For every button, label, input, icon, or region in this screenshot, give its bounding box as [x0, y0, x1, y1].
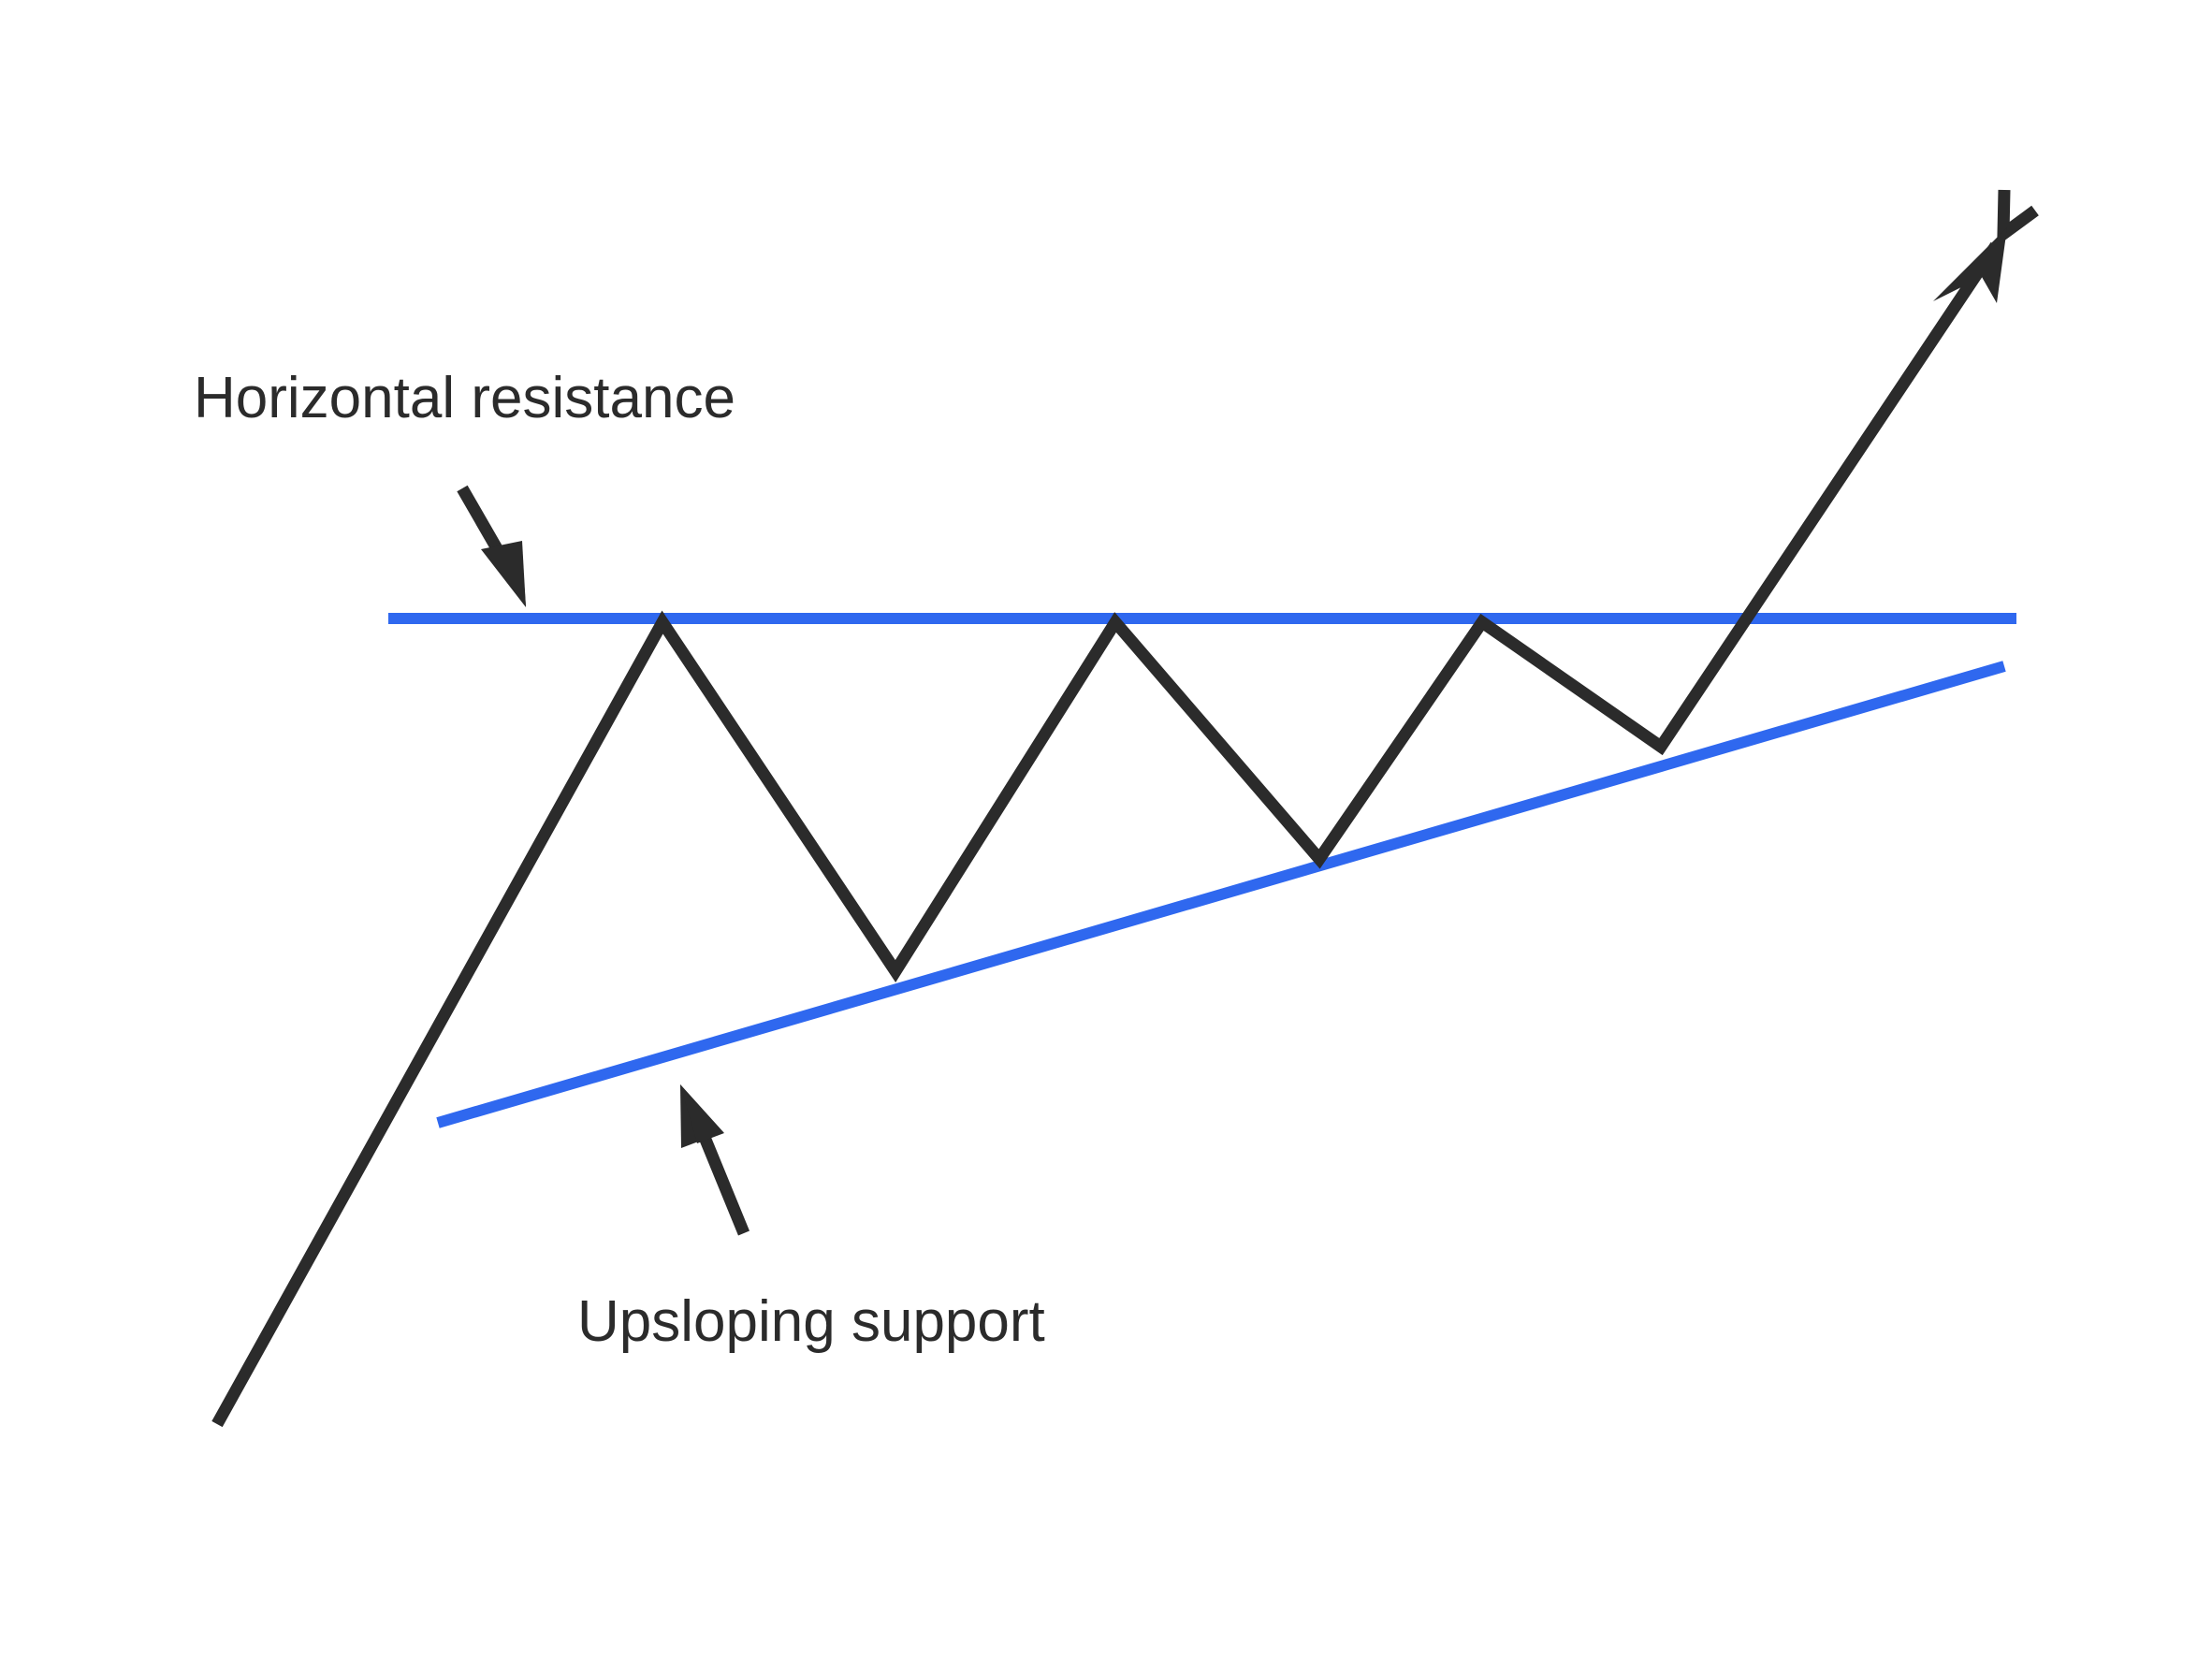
resistance-annotation-arrow: [457, 485, 526, 607]
breakout-arrowhead-icon: [1997, 189, 2039, 247]
support-arrow-shaft: [697, 1132, 750, 1236]
resistance-arrowhead-body-icon: [481, 541, 526, 607]
support-trendline: [436, 661, 2006, 1128]
support-arrowhead-body-icon: [680, 1084, 724, 1143]
horizontal-resistance-label: Horizontal resistance: [194, 366, 735, 430]
breakout-arrowhead-fill-icon: [1933, 227, 2007, 303]
price-action-line: [211, 241, 2001, 1428]
support-annotation-arrow: [680, 1084, 750, 1236]
upsloping-support-label: Upsloping support: [577, 1289, 1045, 1354]
